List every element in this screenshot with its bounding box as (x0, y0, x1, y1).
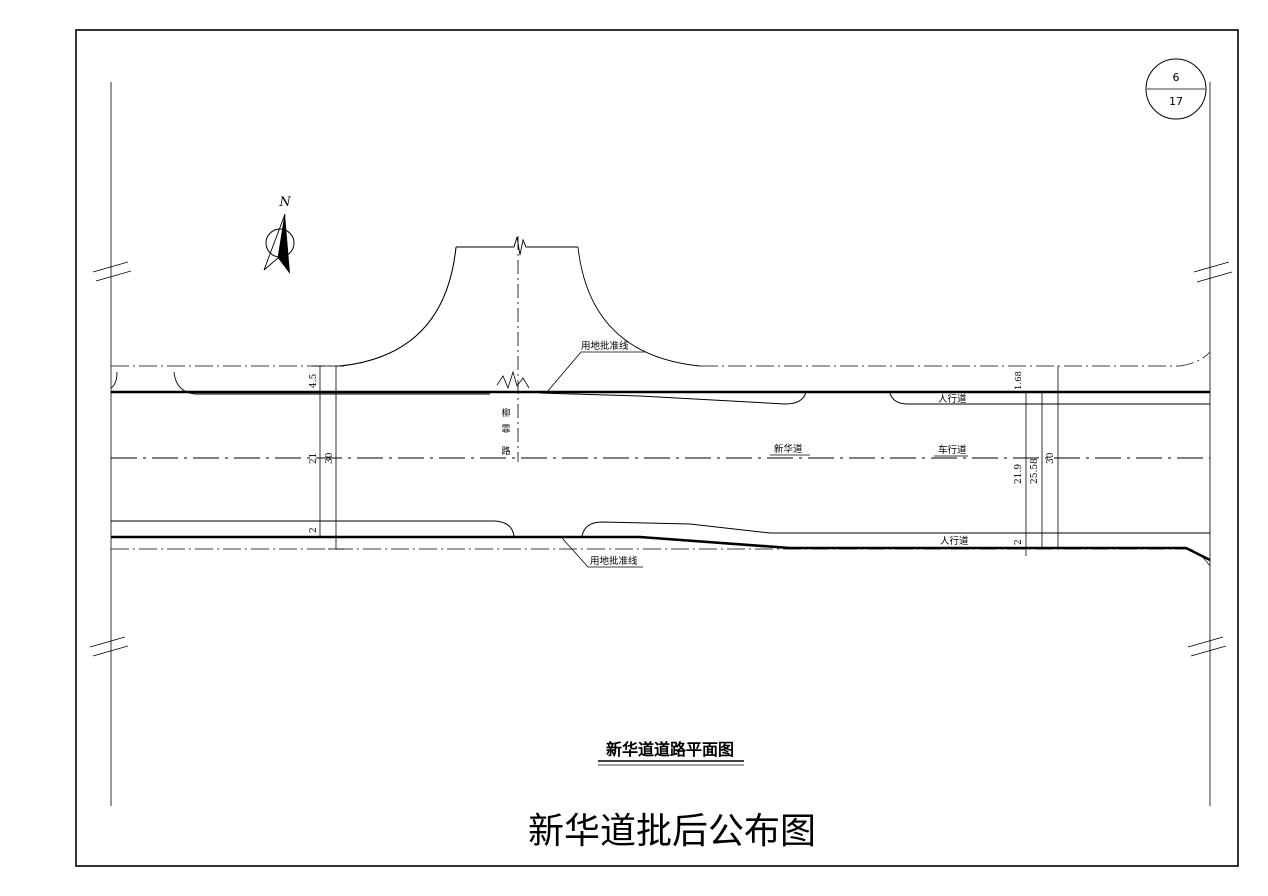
cross-road-approval-arc-left (339, 246, 457, 367)
label-land-line-top: 用地批准线 (581, 340, 629, 352)
sheet-number: 6 (1173, 71, 1180, 84)
road-edge-bottom (111, 535, 1211, 562)
curb-bottom-right (581, 521, 1210, 537)
curb-bottom-left (111, 520, 515, 537)
plan-title: 新华道道路平面图 (606, 740, 734, 759)
dim-right-inner: 21.9 (1014, 464, 1024, 484)
dim-left-top: 4.5 (309, 373, 319, 388)
label-cross-road-2: 霏 (501, 424, 510, 435)
dim-right-total: 30 (1046, 452, 1056, 464)
approval-line-top-right (700, 351, 1211, 367)
label-road-name: 新华道 (774, 443, 803, 455)
dim-left-total: 30 (325, 452, 335, 464)
break-symbol-right-bottom (1187, 636, 1227, 657)
label-sidewalk-bottom: 人行道 (940, 535, 969, 547)
cross-road-break (496, 370, 530, 390)
break-symbol-left-top (92, 261, 132, 282)
label-cross-road-1: 柳 (501, 407, 510, 419)
dimension-left (312, 365, 344, 550)
break-symbol-right-top (1193, 261, 1233, 283)
dim-left-inner: 21 (309, 453, 319, 464)
dim-right-bottom: 2 (1014, 539, 1024, 545)
leader-bottom (561, 537, 643, 568)
sheet-frame (75, 29, 1239, 867)
sidewalk-top-right (889, 392, 1210, 405)
dim-right-mid: 25.58 (1030, 458, 1040, 484)
north-label: N (278, 195, 291, 210)
north-arrow-icon: N (263, 195, 295, 274)
sheet-total: 17 (1169, 95, 1183, 108)
leader-top (546, 351, 645, 393)
stamp-title: 新华道批后公布图 (528, 811, 816, 852)
dim-left-bottom: 2 (309, 527, 319, 533)
break-symbol-left-bottom (89, 636, 129, 657)
sheet-number-badge: 6 17 (1145, 58, 1207, 120)
curb-taper-top (539, 391, 807, 405)
cross-road-outline (339, 236, 701, 367)
dim-right-top: 1.68 (1014, 371, 1024, 390)
label-cross-road-3: 路 (501, 445, 510, 457)
curb-top-left (110, 371, 118, 389)
label-carriageway: 车行道 (938, 444, 967, 456)
curb-top-left-2 (173, 371, 490, 395)
dimension-right (1018, 366, 1066, 556)
label-sidewalk-top: 人行道 (938, 393, 967, 405)
label-land-line-bottom: 用地批准线 (590, 555, 638, 567)
approval-line-bottom (111, 548, 1211, 567)
